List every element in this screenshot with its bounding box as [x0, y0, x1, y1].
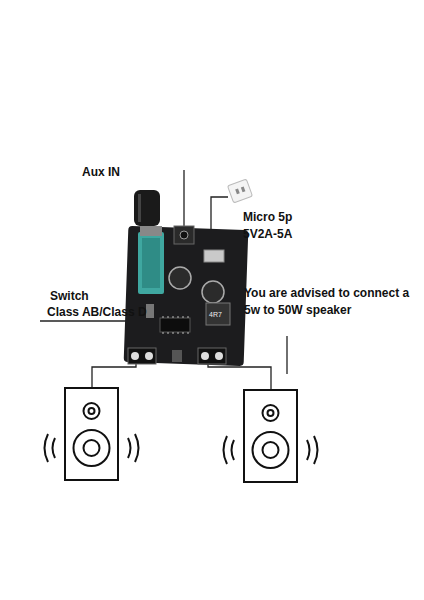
- leader-lines: [40, 170, 287, 390]
- component-marking: 4R7: [209, 309, 222, 321]
- switch-modes: Class AB/Class D: [47, 304, 147, 321]
- usb-adapter-icon: [228, 179, 253, 203]
- speaker-symbol: [45, 388, 139, 480]
- speaker-symbol: [224, 390, 318, 482]
- power-spec: 5V2A-5A: [243, 226, 292, 243]
- amplifier-board: [124, 190, 249, 366]
- port-label: Micro 5p: [243, 209, 292, 226]
- switch-label: Switch: [50, 288, 89, 305]
- port-label: Aux IN: [82, 164, 120, 181]
- speaker-note: You are advised to connect a 5w to 50W s…: [244, 285, 422, 319]
